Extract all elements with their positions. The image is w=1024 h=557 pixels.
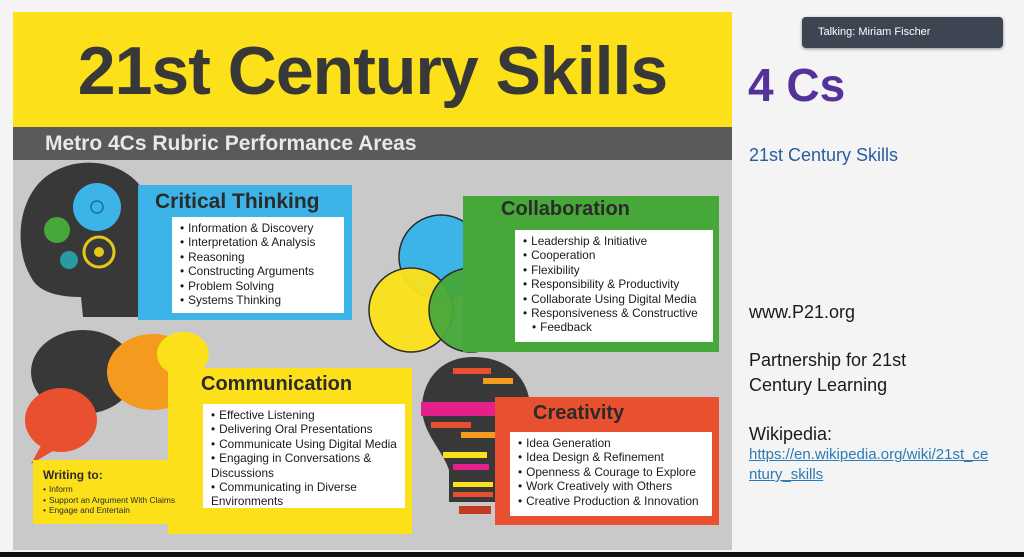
list-item: Communicate Using Digital Media: [211, 437, 397, 451]
communication-list: Effective Listening Delivering Oral Pres…: [203, 404, 405, 508]
list-item: Work Creatively with Others: [518, 479, 704, 493]
critical-thinking-list: Information & Discovery Interpretation &…: [172, 217, 344, 313]
gear-icon: [60, 251, 78, 269]
wikipedia-link-continued[interactable]: ntury_skills: [749, 466, 824, 483]
site-text: www.P21.org: [749, 302, 856, 322]
list-item-continued: Feedback: [523, 320, 705, 334]
skills-subheading: 21st Century Skills: [749, 145, 899, 165]
speech-bubble-yellow-icon: [157, 332, 209, 376]
list-item: Responsibility & Productivity: [523, 277, 705, 291]
list-item: Responsiveness & Constructive: [523, 306, 705, 320]
creativity-list: Idea Generation Idea Design & Refinement…: [510, 432, 712, 516]
list-item: Idea Design & Refinement: [518, 450, 704, 464]
gear-icon: [82, 235, 116, 269]
wikipedia-label: Wikipedia:: [749, 424, 833, 444]
list-item: Inform: [43, 484, 175, 495]
critical-thinking-title: Critical Thinking: [155, 190, 320, 213]
list-item: Cooperation: [523, 248, 705, 262]
infographic-title: 21st Century Skills: [77, 33, 668, 109]
list-item: Flexibility: [523, 263, 705, 277]
list-item: Engaging in Conversations & Discussions: [211, 451, 397, 480]
creativity-title: Creativity: [533, 402, 625, 424]
list-item: Constructing Arguments: [180, 264, 336, 278]
gear-icon: [44, 217, 70, 243]
infographic-image: 21st Century Skills Metro 4Cs Rubric Per…: [13, 12, 732, 550]
collaboration-list: Leadership & Initiative Cooperation Flex…: [515, 230, 713, 342]
bottom-strip: [0, 552, 1024, 557]
talking-indicator: Talking: Miriam Fischer: [802, 17, 1003, 48]
list-item: Reasoning: [180, 250, 336, 264]
list-item: Creative Production & Innovation: [518, 494, 704, 508]
infographic-banner: [13, 12, 732, 127]
speech-bubble-red-icon: [25, 388, 97, 452]
list-item: Information & Discovery: [180, 221, 336, 235]
list-item: Interpretation & Analysis: [180, 235, 336, 249]
list-item: Collaborate Using Digital Media: [523, 292, 705, 306]
gear-icon: [73, 183, 121, 231]
infographic-graphics: [20, 162, 530, 514]
list-item: Openness & Courage to Explore: [518, 465, 704, 479]
list-item: Engage and Entertain: [43, 505, 175, 516]
partnership-line-1: Partnership for 21st: [749, 350, 907, 370]
infographic-subtitle: Metro 4Cs Rubric Performance Areas: [45, 132, 417, 155]
list-item: Problem Solving: [180, 279, 336, 293]
communication-title: Communication: [201, 373, 353, 395]
list-item: Leadership & Initiative: [523, 234, 705, 248]
list-item: Support an Argument With Claims: [43, 495, 175, 506]
list-item: Delivering Oral Presentations: [211, 422, 397, 436]
list-item: Communicating in Diverse Environments: [211, 480, 397, 509]
talking-indicator-label: Talking: Miriam Fischer: [818, 26, 931, 38]
list-item: Systems Thinking: [180, 293, 336, 307]
list-item: Effective Listening: [211, 408, 397, 422]
writing-title: Writing to:: [43, 468, 103, 482]
list-item: Idea Generation: [518, 436, 704, 450]
infographic-subtitle-bar: Metro 4Cs Rubric Performance Areas: [13, 127, 732, 160]
slide-heading: 4 Cs: [748, 59, 846, 111]
collaboration-title: Collaboration: [501, 198, 630, 220]
writing-list: Inform Support an Argument With Claims E…: [43, 484, 175, 516]
partnership-line-2: Century Learning: [749, 375, 888, 395]
wikipedia-link[interactable]: https://en.wikipedia.org/wiki/21st_ce: [749, 446, 989, 463]
